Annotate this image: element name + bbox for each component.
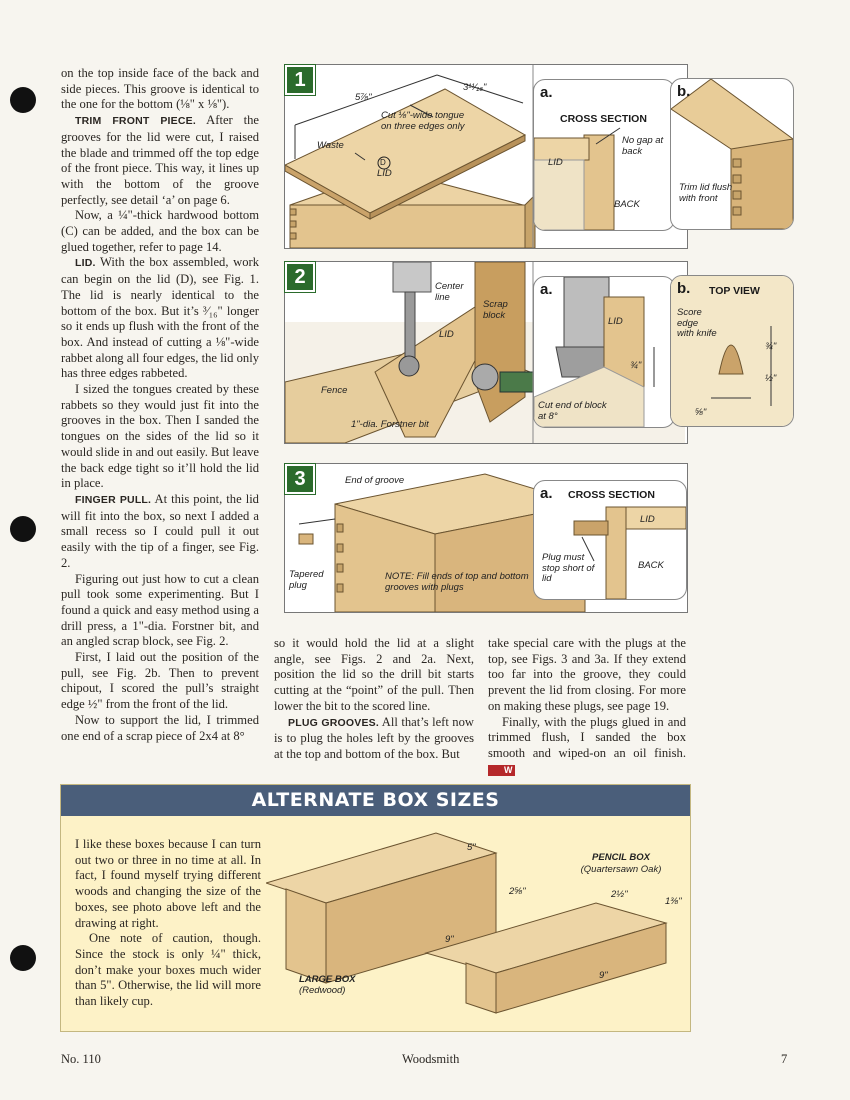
callout: Fence	[321, 385, 348, 396]
paragraph: I like these boxes because I can turn ou…	[75, 837, 261, 930]
callout: Center line	[435, 281, 464, 303]
figure-1: 1 5⅞" 3¹¹⁄₁₆" Cut ⅛"-wide tongue on thre…	[284, 64, 688, 249]
detail-a-drawing	[573, 506, 686, 599]
callout: Plug must stop short of lid	[542, 552, 595, 584]
paragraph: First, I laid out the position of the pu…	[61, 650, 259, 712]
detail-title: CROSS SECTION	[560, 113, 647, 125]
paragraph: so it would hold the lid at a slight ang…	[274, 636, 474, 713]
fig1-box-drawing	[285, 65, 536, 248]
part-letter: D	[380, 158, 386, 167]
figure-number: 3	[284, 463, 316, 495]
detail-b-drawing	[671, 79, 793, 229]
subhead: TRIM FRONT PIECE.	[75, 115, 196, 128]
part-name: LID	[377, 168, 392, 179]
dim-label: 5"	[467, 842, 476, 853]
paragraph: FINGER PULL. At this point, the lid will…	[61, 491, 259, 570]
callout: Cut end of block at 8°	[538, 400, 607, 422]
callout: Score edge with knife	[677, 307, 717, 339]
sidebar-text: I like these boxes because I can turn ou…	[75, 837, 261, 1010]
callout: No gap at back	[622, 135, 664, 157]
alt-box-drawing	[266, 832, 668, 1014]
part-name: LID	[548, 157, 563, 168]
figure-3: 3 End of groove Tapered plug NOTE: Fill …	[284, 463, 688, 613]
callout: 1"-dia. Forstner bit	[351, 419, 429, 430]
subhead: FINGER PULL.	[75, 493, 152, 506]
paragraph: One note of caution, though. Since the s…	[75, 931, 261, 1009]
box-label: PENCIL BOX	[592, 852, 650, 863]
box-label: LARGE BOX	[299, 974, 356, 985]
callout: End of groove	[345, 475, 405, 486]
paragraph: take special care with the plugs at the …	[488, 636, 686, 713]
dim-label: 1⅜"	[665, 896, 682, 907]
paragraph: Now to support the lid, I trimmed one en…	[61, 712, 259, 743]
subhead: LID.	[75, 257, 96, 270]
callout: Cut ⅛"-wide tongue on three edges only	[381, 110, 465, 132]
binder-hole-top	[10, 87, 36, 113]
end-mark: W	[488, 764, 515, 776]
dim-label: 3¹¹⁄₁₆"	[463, 82, 487, 93]
paragraph: TRIM FRONT PIECE. After the grooves for …	[61, 113, 260, 207]
dim-label: 2½"	[611, 889, 628, 900]
dim-label: ⅝"	[695, 407, 707, 418]
dim-label: ¾"	[765, 341, 777, 352]
left-column: on the top inside face of the back and s…	[61, 66, 259, 744]
paragraph: Now, a ¼"-thick hardwood bottom (C) can …	[61, 208, 259, 254]
part-name: BACK	[614, 199, 640, 210]
paragraph: Figuring out just how to cut a clean pul…	[61, 571, 259, 649]
callout: Tapered plug	[289, 569, 324, 591]
middle-column: so it would hold the lid at a slight ang…	[274, 636, 474, 763]
right-column: take special care with the plugs at the …	[488, 636, 686, 777]
note: NOTE: Fill ends of top and bottom groove…	[385, 571, 529, 593]
footer-magazine: Woodsmith	[402, 1052, 460, 1066]
fig2-detail-a: a. LID ¾" Cut end of block at 8°	[533, 276, 675, 428]
paragraph: I sized the tongues created by these rab…	[61, 382, 259, 491]
figure-number: 2	[284, 261, 316, 293]
callout: Waste	[317, 140, 344, 151]
part-name: BACK	[638, 560, 664, 571]
detail-title: CROSS SECTION	[568, 489, 655, 501]
detail-a-drawing	[534, 277, 655, 427]
fig1-detail-b: b. Trim lid flush with front	[670, 78, 794, 230]
paragraph: PLUG GROOVES. All that’s left now is to …	[274, 714, 474, 761]
detail-letter: a.	[540, 281, 553, 298]
subhead: PLUG GROOVES.	[288, 716, 380, 729]
callout: Trim lid flush with front	[679, 182, 733, 204]
footer-issue: No. 110	[61, 1052, 101, 1066]
figure-number: 1	[284, 64, 316, 96]
part-name: LID	[640, 514, 655, 525]
part-name: LID	[439, 329, 454, 340]
dim-label: 5⅞"	[355, 92, 372, 103]
footer-page-number: 7	[781, 1052, 788, 1066]
part-name: LID	[608, 316, 623, 327]
detail-letter: b.	[677, 83, 691, 100]
fig2-detail-b: b. TOP VIEW Score edge with knife ¾" ½" …	[670, 275, 794, 427]
detail-a-drawing	[534, 127, 621, 230]
fig3-detail-a: a. CROSS SECTION LID BACK Plug must stop…	[533, 480, 687, 600]
box-label: (Redwood)	[299, 985, 346, 996]
dim-label: ¾"	[630, 360, 642, 371]
alternate-box-sizes: ALTERNATE BOX SIZES I like these boxes b…	[60, 784, 691, 1032]
paragraph: on the top inside face of the back and s…	[61, 66, 259, 112]
dim-label: ½"	[765, 373, 777, 384]
binder-hole-bottom	[10, 945, 36, 971]
fig1-detail-a: a. CROSS SECTION No gap at back LID BACK	[533, 79, 675, 231]
paragraph: LID. With the box assembled, work can be…	[61, 255, 259, 381]
box-label: (Quartersawn Oak)	[580, 864, 662, 875]
detail-letter: b.	[677, 280, 691, 297]
dim-label: 2⅝"	[509, 886, 526, 897]
paragraph: Finally, with the plugs glued in and tri…	[488, 714, 686, 776]
detail-title: TOP VIEW	[709, 285, 760, 297]
detail-b-drawing	[671, 276, 793, 426]
detail-letter: a.	[540, 485, 553, 502]
callout: Scrap block	[483, 299, 508, 321]
binder-hole-middle	[10, 516, 36, 542]
detail-letter: a.	[540, 84, 553, 101]
dim-label: 9"	[599, 970, 608, 981]
figure-2: 2 Center line Scrap block LID Fence 1"-d…	[284, 261, 688, 444]
sidebar-banner: ALTERNATE BOX SIZES	[61, 785, 690, 816]
dim-label: 9"	[445, 934, 454, 945]
